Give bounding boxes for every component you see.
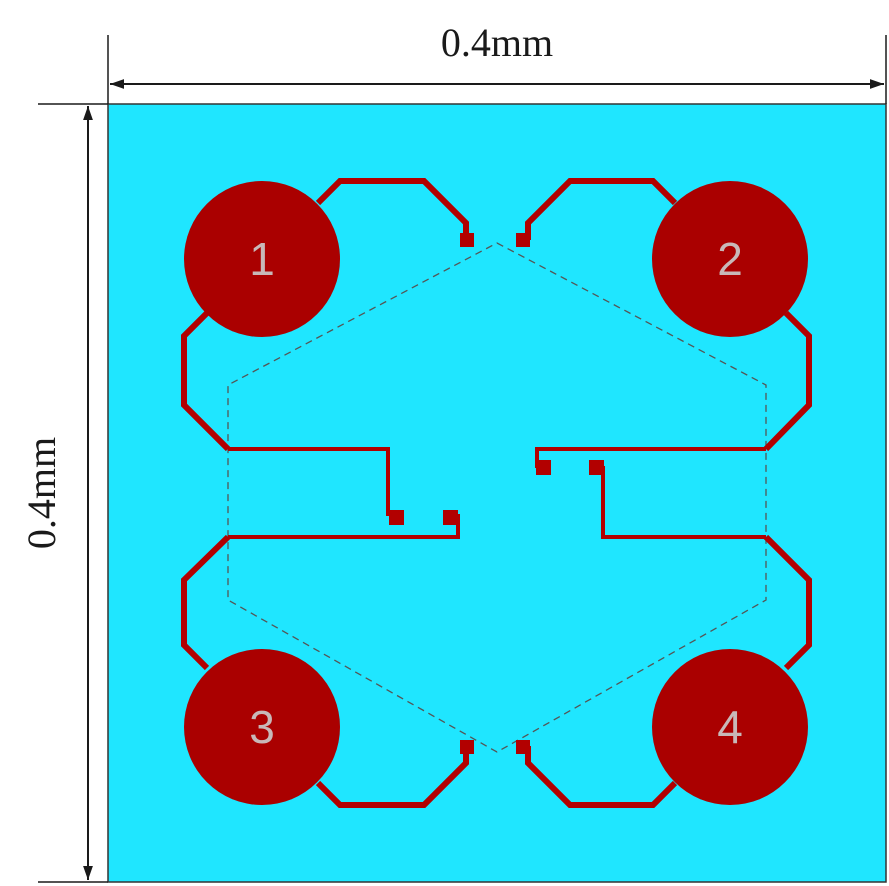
- pad-2: 2: [652, 181, 808, 337]
- pad-4: 4: [652, 649, 808, 805]
- trace-pad1-left: [181, 310, 231, 452]
- height-dimension: 0.4mm: [19, 103, 108, 883]
- trace-pad1-top: [315, 178, 469, 240]
- trace-left-upper-feed: [228, 447, 390, 516]
- pad-3-label: 3: [249, 701, 275, 753]
- trace-pad2-right: [763, 310, 812, 452]
- dashed-hexagon-outline: [227, 242, 767, 753]
- trace-pad2-top: [525, 178, 678, 240]
- pad-3: 3: [184, 649, 340, 805]
- small-pad-center-left-a: [389, 510, 404, 525]
- small-pad-bottom-left: [460, 740, 474, 754]
- small-pad-center-right-b: [589, 460, 604, 475]
- small-pad-top-left: [460, 233, 474, 247]
- trace-pad4-right: [763, 534, 812, 671]
- pad-4-disc: [652, 649, 808, 805]
- pad-3-disc: [184, 649, 340, 805]
- width-dimension: 0.4mm: [107, 20, 887, 104]
- small-pad-center-left-b: [443, 510, 458, 525]
- width-label: 0.4mm: [441, 20, 553, 65]
- pad-4-label: 4: [717, 701, 743, 753]
- pad-1-label: 1: [249, 233, 275, 285]
- small-pad-group: [389, 233, 604, 754]
- height-label: 0.4mm: [19, 437, 64, 549]
- pad-2-label: 2: [717, 233, 743, 285]
- trace-pad4-bottom: [525, 746, 678, 808]
- small-pad-top-right: [516, 233, 530, 247]
- trace-group: [181, 178, 812, 808]
- trace-pad3-left: [181, 534, 231, 671]
- small-pad-center-right-a: [536, 460, 551, 475]
- pad-1-disc: [184, 181, 340, 337]
- small-pad-bottom-right: [516, 740, 530, 754]
- pad-2-disc: [652, 181, 808, 337]
- pad-1: 1: [184, 181, 340, 337]
- trace-pad3-bottom: [315, 746, 469, 808]
- trace-right-lower-feed: [601, 466, 766, 539]
